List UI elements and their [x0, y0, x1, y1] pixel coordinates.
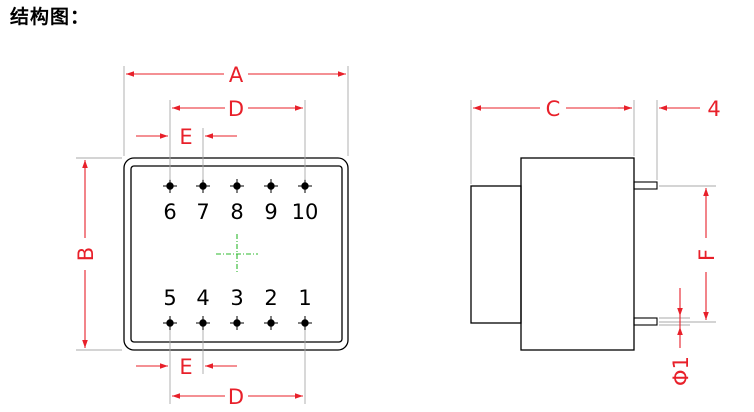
pin-marker	[264, 316, 278, 330]
front-view: 6 7 8 9 10 5 4 3 2 1	[74, 63, 349, 409]
dimension-c-label: C	[546, 97, 561, 121]
pin-marker	[163, 316, 177, 330]
dimension-e-bottom-label: E	[179, 355, 192, 379]
pin-label-8: 8	[230, 200, 243, 224]
pin-marker	[230, 179, 244, 193]
body-outer-outline	[123, 157, 349, 351]
pin-label-4: 4	[196, 286, 209, 310]
pin-row-top	[163, 179, 312, 193]
pin-label-5: 5	[163, 286, 176, 310]
dimension-d-bottom-label: D	[228, 385, 244, 409]
pin-marker	[163, 179, 177, 193]
pin-top-outline	[633, 181, 658, 190]
body-inner-outline	[130, 165, 343, 343]
dimension-phi1-label: Φ1	[669, 356, 693, 386]
pin-label-1: 1	[298, 286, 311, 310]
pin-label-10: 10	[292, 200, 319, 224]
pin-bottom-outline	[633, 317, 658, 326]
pin-label-6: 6	[163, 200, 176, 224]
pin-row-bottom	[163, 316, 312, 330]
bobbin-outline	[520, 157, 635, 351]
pin-label-9: 9	[264, 200, 277, 224]
pin-marker	[196, 316, 210, 330]
center-mark	[216, 234, 258, 274]
pin-marker	[264, 179, 278, 193]
pin-marker	[298, 179, 312, 193]
pin-label-3: 3	[230, 286, 243, 310]
core-outline	[470, 185, 522, 324]
extension-lines	[76, 66, 349, 404]
dimension-d-top-label: D	[228, 97, 244, 121]
pin-label-2: 2	[264, 286, 277, 310]
dimension-b-label: B	[74, 247, 98, 261]
side-view: C 4 F Φ1	[470, 97, 721, 386]
pin-marker	[196, 179, 210, 193]
pin-label-7: 7	[196, 200, 209, 224]
pin-marker	[230, 316, 244, 330]
dimension-f-label: F	[695, 249, 719, 261]
side-extension-lines	[470, 100, 716, 326]
pin-marker	[298, 316, 312, 330]
page-title: 结构图：	[10, 6, 91, 28]
dimension-a-label: A	[229, 63, 244, 87]
dimension-4-label: 4	[707, 97, 720, 121]
dimension-e-top-label: E	[179, 125, 192, 149]
